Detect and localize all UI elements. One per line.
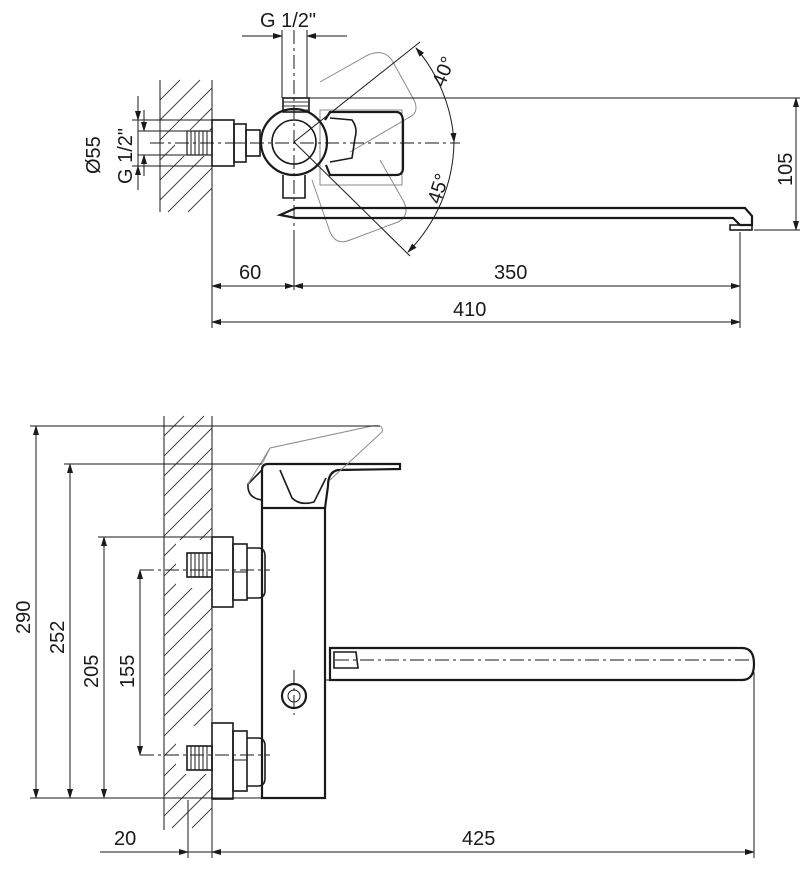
front-centerlines xyxy=(140,569,750,756)
length-dims-top xyxy=(211,212,741,328)
wall-offset-label: 60 xyxy=(239,262,261,284)
angle-upper-label: 40° xyxy=(428,54,460,90)
height-dim-label: 105 xyxy=(775,153,797,186)
wall-gap-label: 20 xyxy=(114,828,136,850)
angle-lower-label: 45° xyxy=(424,171,454,207)
length-dims-front xyxy=(100,672,755,858)
angle-indicators xyxy=(293,41,457,257)
front-view: 290 252 205 155 20 425 xyxy=(13,415,756,858)
spout-reach-label: 425 xyxy=(462,828,495,850)
body-height-label: 205 xyxy=(81,655,103,688)
thread-label-top: G 1/2" xyxy=(260,10,316,32)
upper-inlet xyxy=(186,536,266,608)
spout-length-label: 350 xyxy=(494,262,527,284)
top-view: G 1/2" 40° 45° Ø55 G 1/2" 105 60 350 410 xyxy=(83,10,800,328)
lower-inlet xyxy=(186,722,266,800)
inlet-spacing-label: 155 xyxy=(117,655,139,688)
mixer-body-top xyxy=(259,97,754,231)
mixer-body-front xyxy=(247,425,756,800)
front-wall-hatch xyxy=(163,415,213,830)
top-wall-hatch xyxy=(159,79,213,213)
total-length-label: 410 xyxy=(453,299,486,321)
lever-height-label: 252 xyxy=(47,621,69,654)
height-dims-front xyxy=(30,425,380,799)
height-dim-105 xyxy=(309,97,800,231)
pipe-dims-left xyxy=(132,96,212,190)
pipe-diameter-label: Ø55 xyxy=(83,136,105,174)
pipe-thread-label: G 1/2" xyxy=(115,128,137,184)
thread-dim-top xyxy=(242,30,347,98)
total-height-label: 290 xyxy=(13,601,35,634)
top-centerlines xyxy=(150,30,460,230)
